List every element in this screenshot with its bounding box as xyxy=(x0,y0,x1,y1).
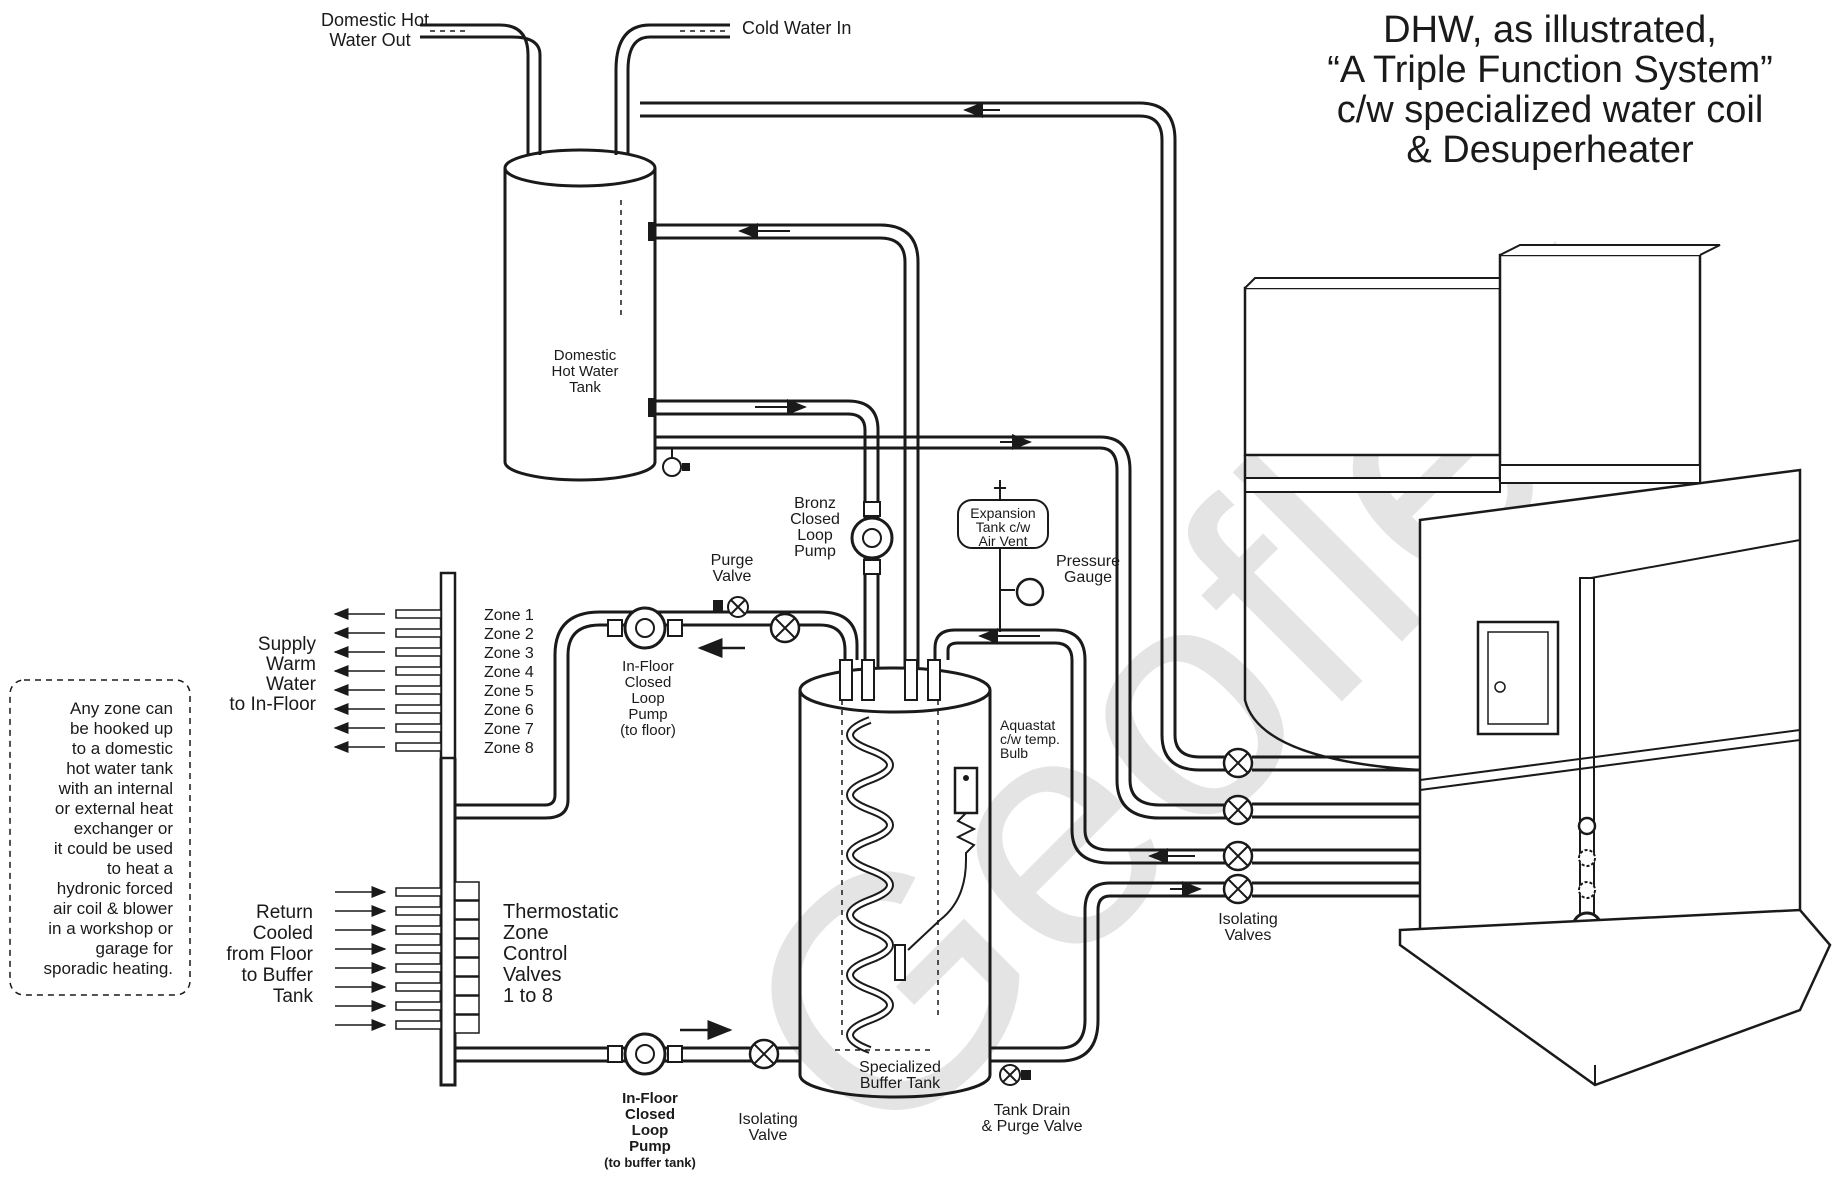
buffer-top-connections xyxy=(839,628,1235,865)
infloor-bottom-label-1: In-Floor xyxy=(622,1090,678,1107)
zone-8-label: Zone 8 xyxy=(484,740,534,757)
note-line-14: sporadic heating. xyxy=(44,959,173,978)
dhw-tank-label-2: Hot Water xyxy=(552,363,619,380)
isolating-valves-label-2: Valves xyxy=(1225,927,1272,944)
note-line-13: garage for xyxy=(96,939,174,958)
infloor-bottom-label-4: Pump xyxy=(629,1138,671,1155)
note-line-1: Any zone can xyxy=(70,699,173,718)
note-line-5: with an internal xyxy=(58,779,173,798)
note-line-10: hydronic forced xyxy=(57,879,173,898)
title-line-2: “A Triple Function System” xyxy=(1327,49,1773,91)
dhw-tank-label-1: Domestic xyxy=(554,347,617,364)
infloor-supply-loop: Purge Valve In-Floor Closed Loop Pump (t… xyxy=(455,552,859,820)
return-label-3: from Floor xyxy=(226,944,313,965)
thermostatic-label-4: Valves xyxy=(503,964,562,986)
infloor-bottom-label-5: (to buffer tank) xyxy=(604,1155,696,1170)
infloor-top-label-5: (to floor) xyxy=(620,722,676,739)
zone-7-label: Zone 7 xyxy=(484,721,534,738)
return-manifold: Thermostatic Zone Control Valves 1 to 8 … xyxy=(226,758,619,1087)
note-line-8: it could be used xyxy=(54,839,173,858)
supply-manifold-ports xyxy=(395,609,442,752)
page-title: DHW, as illustrated, “A Triple Function … xyxy=(1327,9,1773,171)
zone-3-label: Zone 3 xyxy=(484,645,534,662)
note-line-12: in a workshop or xyxy=(48,919,173,938)
infloor-top-label-2: Closed xyxy=(625,674,672,691)
note-line-2: be hooked up xyxy=(70,719,173,738)
tank-drain-valve: Tank Drain & Purge Valve xyxy=(981,881,1235,1135)
return-label-5: Tank xyxy=(273,986,314,1007)
desuperheater-return-pipe xyxy=(640,101,1235,772)
zone-1-label: Zone 1 xyxy=(484,607,534,624)
dhw-drain-valve xyxy=(655,434,1235,820)
infloor-top-label-4: Pump xyxy=(628,706,667,723)
bronz-pump-label-1: Bronz xyxy=(794,495,836,512)
thermostatic-label-2: Zone xyxy=(503,922,549,944)
pressure-gauge-label-2: Gauge xyxy=(1064,569,1112,586)
buffer-tank-label-1: Specialized xyxy=(859,1059,941,1076)
infloor-top-label-1: In-Floor xyxy=(622,658,674,675)
supply-manifold: Zone 1 Zone 2 Zone 3 Zone 4 Zone 5 Zone … xyxy=(229,571,534,760)
tank-drain-label-2: & Purge Valve xyxy=(981,1118,1082,1135)
infloor-top-label-3: Loop xyxy=(631,690,664,707)
aquastat-label-1: Aquastat xyxy=(1000,717,1055,733)
domestic-hot-water-tank: Domestic Hot Water Tank xyxy=(503,148,657,482)
dhw-tank-label-3: Tank xyxy=(569,379,601,396)
thermostatic-label-3: Control xyxy=(503,943,567,965)
note-line-6: or external heat xyxy=(55,799,173,818)
supply-label-3: Water xyxy=(266,674,317,695)
purge-valve-label-2: Valve xyxy=(713,568,752,585)
bronz-pump-label-4: Pump xyxy=(794,543,836,560)
note-line-3: to a domestic xyxy=(72,739,174,758)
isolating-valve-label-1: Isolating xyxy=(738,1111,798,1128)
note-line-4: hot water tank xyxy=(66,759,173,778)
return-label-2: Cooled xyxy=(253,923,313,944)
tank-drain-label-1: Tank Drain xyxy=(994,1102,1070,1119)
note-line-7: exchanger or xyxy=(74,819,174,838)
dhw-supply-pipes: Domestic Hot Water Out Cold Water In xyxy=(321,10,851,155)
thermostatic-label-1: Thermostatic xyxy=(503,901,619,923)
purge-valve-label-1: Purge xyxy=(711,552,754,569)
pressure-gauge-label-1: Pressure xyxy=(1056,553,1120,570)
supply-label-1: Supply xyxy=(258,634,317,655)
expansion-label-3: Air Vent xyxy=(978,533,1027,549)
supply-label-2: Warm xyxy=(266,654,316,675)
cold-water-in-label: Cold Water In xyxy=(742,18,851,38)
zone-6-label: Zone 6 xyxy=(484,702,534,719)
thermostatic-label-5: 1 to 8 xyxy=(503,985,553,1007)
title-line-3: c/w specialized water coil xyxy=(1337,89,1764,131)
infloor-bottom-label-2: Closed xyxy=(625,1106,675,1123)
aquastat-label-2: c/w temp. xyxy=(1000,731,1060,747)
zone-note-box: Any zone can be hooked up to a domestic … xyxy=(9,679,191,996)
return-label-1: Return xyxy=(256,902,313,923)
isolating-valve-label-2: Valve xyxy=(749,1127,788,1144)
note-line-9: to heat a xyxy=(107,859,174,878)
supply-label-4: to In-Floor xyxy=(229,694,316,715)
title-line-4: & Desuperheater xyxy=(1406,129,1694,171)
expansion-label-2: Tank c/w xyxy=(976,519,1031,535)
title-line-1: DHW, as illustrated, xyxy=(1383,9,1717,51)
expansion-label-1: Expansion xyxy=(970,505,1035,521)
zone-5-label: Zone 5 xyxy=(484,683,534,700)
zone-4-label: Zone 4 xyxy=(484,664,534,681)
isolating-valves: Isolating Valves xyxy=(1218,747,1420,944)
dhw-out-label-1: Domestic Hot xyxy=(321,10,429,30)
aquastat-label-3: Bulb xyxy=(1000,745,1028,761)
isolating-valves-label-1: Isolating xyxy=(1218,911,1278,928)
buffer-tank-label-2: Buffer Tank xyxy=(860,1075,941,1092)
return-label-4: to Buffer xyxy=(242,965,314,986)
note-line-11: air coil & blower xyxy=(53,899,173,918)
heat-pump-unit xyxy=(1243,244,1832,1087)
infloor-bottom-label-3: Loop xyxy=(632,1122,669,1139)
bronz-pump-label-3: Loop xyxy=(797,527,833,544)
expansion-tank: Expansion Tank c/w Air Vent Pressure Gau… xyxy=(957,480,1120,632)
dhw-buffer-loop xyxy=(648,222,920,675)
dhw-out-label-2: Water Out xyxy=(329,30,410,50)
bronz-pump-label-2: Closed xyxy=(790,511,840,528)
return-manifold-valves xyxy=(395,881,480,1034)
bronz-closed-loop-pump: Bronz Closed Loop Pump xyxy=(790,495,894,575)
infloor-return-line: In-Floor Closed Loop Pump (to buffer tan… xyxy=(455,1020,800,1170)
zone-2-label: Zone 2 xyxy=(484,626,534,643)
